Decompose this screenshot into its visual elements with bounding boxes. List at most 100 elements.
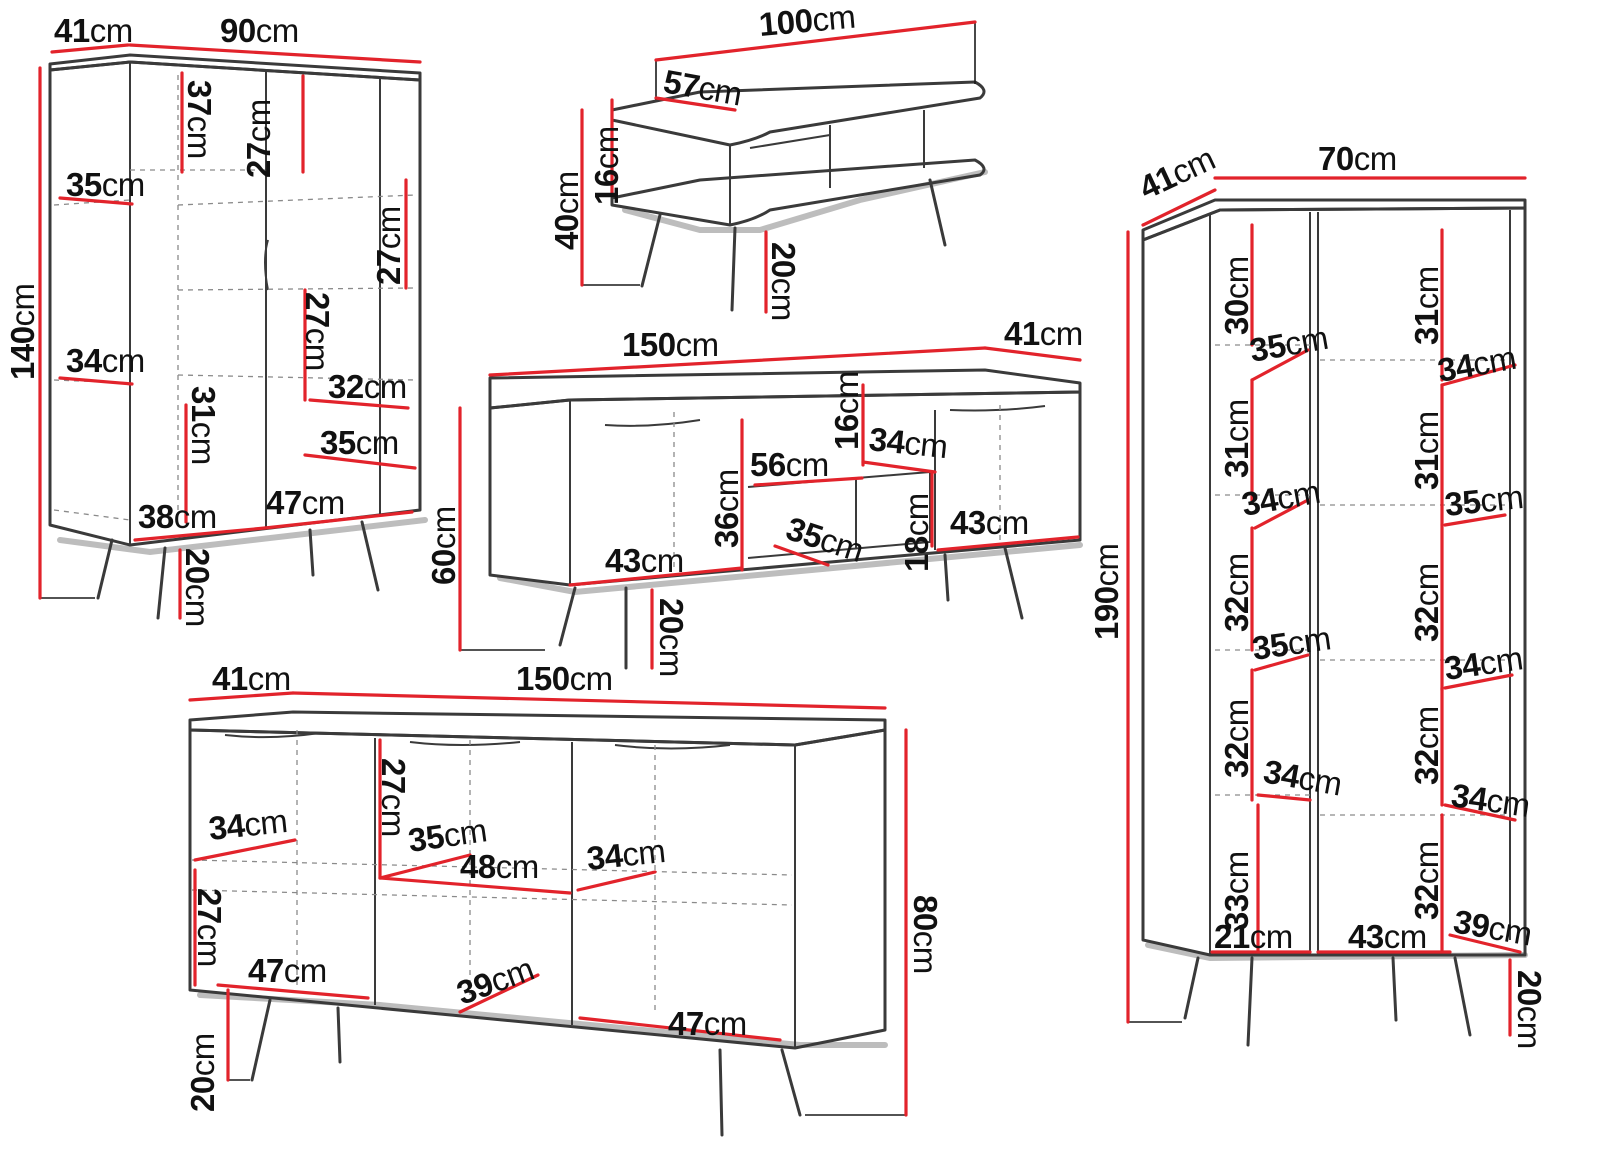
dimension-unit: cm [786, 446, 829, 483]
dimension-unit: cm [708, 469, 745, 512]
dimension-unit: cm [1408, 841, 1445, 884]
dimension-value: 150 [516, 660, 570, 697]
wardrobe-leg-2 [1246, 956, 1254, 1047]
dimension-label-vitrine-gap-right-1: 27cm [370, 206, 407, 285]
dimension-value: 20 [1511, 970, 1548, 1006]
dimension-label-sideboard-base-right: 47cm [668, 1005, 747, 1042]
wardrobe-leg-1 [1183, 956, 1200, 1020]
dimension-label-vitrine-depth: 41cm [54, 12, 133, 49]
dimension-label-vitrine-width: 90cm [220, 12, 299, 49]
dimension-unit: cm [4, 283, 41, 326]
dimension-unit: cm [1354, 140, 1397, 177]
dimension-label-wardrobe-base-mid: 43cm [1348, 918, 1427, 955]
dimension-value: 20 [653, 598, 690, 634]
dimension-value: 34 [1435, 346, 1478, 389]
dimension-unit: cm [548, 171, 585, 214]
dimension-label-vitrine-gap-top-right: 27cm [240, 99, 277, 178]
dimension-unit: cm [364, 368, 407, 405]
dimension-label-wardrobe-gap-r2: 31cm [1408, 411, 1445, 490]
dimension-label-vitrine-height: 140cm [4, 283, 41, 380]
dimension-label-tv-niche-width: 56cm [750, 446, 829, 483]
dimension-label-vitrine-shelf-right-1: 32cm [328, 368, 407, 405]
dimension-value: 35 [1250, 625, 1291, 667]
dimension-unit: cm [696, 69, 745, 113]
dimension-value: 43 [1348, 918, 1384, 955]
tv-leg-4 [1003, 546, 1024, 620]
dimension-unit: cm [1478, 478, 1525, 519]
dimension-value: 20 [765, 242, 802, 278]
dimension-unit: cm [907, 931, 944, 974]
dimension-unit: cm [1218, 256, 1255, 299]
sideboard-leg-1 [250, 998, 272, 1082]
dimension-value: 57 [661, 62, 703, 105]
dimension-label-vitrine-shelf-top-left: 35cm [66, 166, 145, 203]
dimension-value: 140 [4, 326, 41, 380]
dimension-label-table-depth: 57cm [661, 62, 745, 112]
dimension-value: 34 [1442, 645, 1484, 687]
dimension-label-vitrine-base-left: 38cm [138, 498, 217, 535]
dimension-label-vitrine-gap-top-left: 37cm [181, 80, 218, 159]
dimension-value: 43 [605, 542, 641, 579]
dimension-unit: cm [1408, 706, 1445, 749]
dimension-unit: cm [765, 278, 802, 321]
dimension-label-sideboard-shelf-mid: 35cm [406, 811, 489, 859]
dimension-label-vitrine-leg: 20cm [179, 548, 216, 627]
dimension-value: 20 [179, 548, 216, 584]
tv-leg-1 [558, 586, 577, 647]
dimension-unit: cm [240, 99, 277, 142]
dimension-value: 27 [375, 758, 412, 794]
dimension-value: 35 [406, 817, 447, 859]
dimension-value: 32 [1218, 596, 1255, 632]
dimension-value: 80 [907, 895, 944, 931]
dimension-label-wardrobe-shelf-r1: 34cm [1435, 339, 1519, 389]
dimension-value: 47 [248, 952, 284, 989]
vitrine-cabinet [38, 43, 428, 620]
dimension-label-wardrobe-height: 190cm [1088, 543, 1125, 640]
vitrine-body [48, 60, 422, 547]
dimension-value: 37 [181, 80, 218, 116]
dimension-unit: cm [1218, 553, 1255, 596]
dimension-value: 34 [207, 806, 248, 847]
dimension-label-wardrobe-leg: 20cm [1511, 970, 1548, 1049]
dimension-value: 38 [138, 498, 174, 535]
dimension-unit: cm [1408, 266, 1445, 309]
dimension-label-wardrobe-shelf-r4: 34cm [1449, 776, 1532, 824]
dimension-value: 20 [184, 1076, 221, 1112]
dimension-value: 35 [320, 424, 356, 461]
wardrobe-body [1141, 206, 1527, 957]
dimension-value: 34 [585, 836, 626, 877]
dimension-value: 35 [66, 166, 102, 203]
dimension-unit: cm [441, 811, 489, 854]
dimension-label-table-height: 40cm [548, 171, 585, 250]
dimension-label-wardrobe-shelf-l4: 34cm [1261, 752, 1345, 802]
table-leg-2 [730, 226, 737, 312]
dimension-unit: cm [184, 1033, 221, 1076]
dimension-unit: cm [1088, 543, 1125, 586]
dimension-unit: cm [370, 206, 407, 249]
dimension-unit: cm [248, 660, 291, 697]
dimension-label-wardrobe-shelf-l1: 35cm [1247, 319, 1331, 369]
dimension-unit: cm [1408, 563, 1445, 606]
dimension-unit: cm [299, 328, 336, 371]
dimension-label-wardrobe-gap-l3: 32cm [1218, 553, 1255, 632]
dimension-label-tv-right-shelf: 34cm [867, 420, 949, 465]
dimension-unit: cm [1408, 411, 1445, 454]
dimension-unit: cm [256, 12, 299, 49]
dimension-value: 40 [548, 214, 585, 250]
dimension-unit: cm [641, 542, 684, 579]
dimension-value: 32 [328, 368, 364, 405]
dimension-label-wardrobe-gap-r1: 31cm [1408, 266, 1445, 345]
dimension-value: 32 [1408, 606, 1445, 642]
dimension-label-sideboard-leg: 20cm [184, 1033, 221, 1112]
dimension-label-tv-top-gap: 16cm [828, 371, 865, 450]
dimension-unit: cm [181, 116, 218, 159]
table-top [610, 80, 986, 147]
dimension-value: 60 [425, 549, 462, 585]
dimension-label-wardrobe-base-r: 39cm [1451, 902, 1535, 952]
dimension-value: 35 [1247, 326, 1289, 369]
dimension-value: 32 [1408, 749, 1445, 785]
dimension-value: 32 [1218, 742, 1255, 778]
dimension-unit: cm [496, 848, 539, 885]
dimension-value: 34 [867, 420, 908, 461]
